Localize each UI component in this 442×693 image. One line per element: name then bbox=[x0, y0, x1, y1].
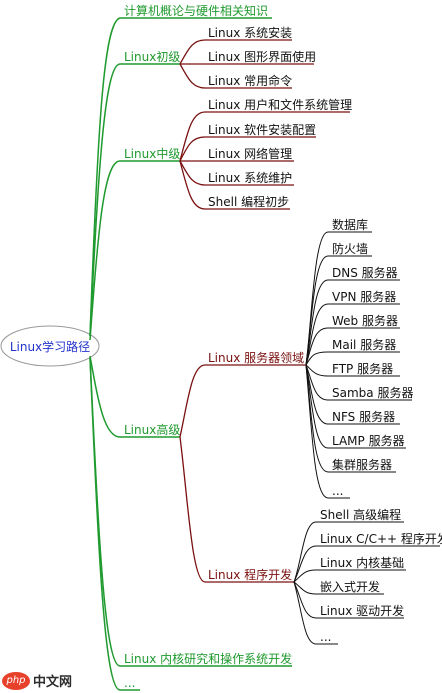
node-intermediate-item[interactable]: Linux 网络管理 bbox=[208, 147, 293, 161]
php-logo-icon: php bbox=[2, 671, 30, 690]
node-program-dev[interactable]: Linux 程序开发 bbox=[208, 568, 293, 582]
level3-connectors bbox=[293, 231, 440, 645]
level2-connectors bbox=[179, 39, 350, 583]
node-kernel[interactable]: Linux 内核研究和操作系统开发 bbox=[124, 652, 293, 666]
level1-connectors bbox=[89, 17, 292, 691]
node-dev-item[interactable]: Linux 驱动开发 bbox=[320, 604, 405, 618]
connector-primary bbox=[89, 63, 180, 337]
node-server-domain[interactable]: Linux 服务器领域 bbox=[208, 351, 305, 365]
node-server-item[interactable]: FTP 服务器 bbox=[332, 362, 394, 376]
node-dev-item[interactable]: ... bbox=[320, 630, 332, 644]
node-dev-item[interactable]: Linux C/C++ 程序开发 bbox=[320, 532, 442, 546]
connector-primary-1 bbox=[179, 39, 292, 65]
node-server-item[interactable]: LAMP 服务器 bbox=[332, 434, 405, 448]
node-primary[interactable]: Linux初级 bbox=[124, 50, 181, 64]
connector-primary-3 bbox=[179, 63, 292, 89]
node-server-item[interactable]: Mail 服务器 bbox=[332, 338, 397, 352]
connector-advanced bbox=[89, 355, 180, 438]
connector-mid-2 bbox=[179, 136, 316, 162]
node-server-item[interactable]: VPN 服务器 bbox=[332, 290, 397, 304]
root-node-ellipse bbox=[0, 325, 100, 367]
connector-mid-5 bbox=[179, 160, 290, 210]
node-dev-item[interactable]: Shell 高级编程 bbox=[320, 508, 402, 522]
watermark-text: 中文网 bbox=[33, 675, 73, 690]
node-dev-item[interactable]: Linux 内核基础 bbox=[320, 556, 405, 570]
watermark: php 中文网 bbox=[2, 671, 72, 690]
node-intermediate-item[interactable]: Shell 编程初步 bbox=[208, 195, 290, 209]
node-intermediate-item[interactable]: Linux 系统维护 bbox=[208, 171, 293, 185]
node-intermediate-item[interactable]: Linux 用户和文件系统管理 bbox=[208, 98, 353, 112]
node-primary-item[interactable]: Linux 常用命令 bbox=[208, 74, 293, 88]
node-server-item[interactable]: Samba 服务器 bbox=[332, 386, 414, 400]
connector-computer-basics bbox=[89, 17, 272, 337]
node-server-item[interactable]: Web 服务器 bbox=[332, 314, 398, 328]
node-server-item[interactable]: 集群服务器 bbox=[332, 458, 393, 472]
node-server-item[interactable]: 数据库 bbox=[332, 218, 369, 232]
connector-mid-1 bbox=[179, 111, 350, 162]
node-server-item[interactable]: ... bbox=[332, 484, 344, 498]
connector-server bbox=[179, 364, 306, 438]
node-intermediate[interactable]: Linux中级 bbox=[124, 147, 181, 161]
node-server-item[interactable]: 防火墙 bbox=[332, 242, 369, 256]
node-primary-item[interactable]: Linux 系统安装 bbox=[208, 26, 293, 40]
node-server-item[interactable]: NFS 服务器 bbox=[332, 410, 396, 424]
node-advanced[interactable]: Linux高级 bbox=[124, 423, 181, 437]
connector-dev bbox=[179, 436, 294, 583]
connector-mid-4 bbox=[179, 160, 294, 186]
node-intermediate-item[interactable]: Linux 软件安装配置 bbox=[208, 123, 317, 137]
connector-kernel bbox=[89, 357, 292, 667]
node-computer-basics[interactable]: 计算机概论与硬件相关知识 bbox=[124, 4, 269, 18]
node-more[interactable]: ... bbox=[124, 676, 136, 690]
node-primary-item[interactable]: Linux 图形界面使用 bbox=[208, 50, 317, 64]
node-dev-item[interactable]: 嵌入式开发 bbox=[320, 580, 381, 594]
connector-intermediate bbox=[89, 160, 180, 341]
root-node-label[interactable]: Linux学习路径 bbox=[9, 339, 91, 354]
node-server-item[interactable]: DNS 服务器 bbox=[332, 266, 398, 280]
connector-more bbox=[89, 357, 140, 691]
